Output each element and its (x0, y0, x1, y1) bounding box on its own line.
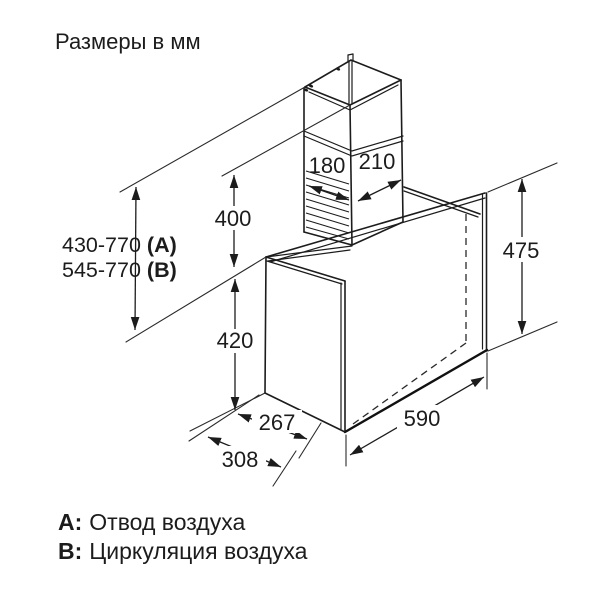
screw-hole-icon (303, 67, 341, 92)
hood-body (264, 186, 489, 434)
glass-front-panel (265, 192, 489, 434)
height-range-a-value: 430-770 (62, 233, 141, 257)
extension-lines (119, 86, 558, 487)
legend: A: Отвод воздуха B: Циркуляция воздуха (58, 509, 308, 564)
diagram-title: Размеры в мм (55, 29, 201, 54)
dashed-inner-outline (352, 214, 467, 425)
dim-label-height-range-a: 430-770(A) (62, 233, 177, 257)
dimension-body-height: 420 (211, 279, 259, 410)
height-range-b-key: (B) (147, 258, 177, 282)
dim-label-height-range-b: 545-770(B) (62, 258, 177, 282)
dimension-duct-width: 180 (309, 153, 350, 201)
dim-label-210: 210 (359, 149, 396, 174)
dimension-body-depth: 267 (237, 410, 308, 440)
dim-label-180: 180 (309, 153, 346, 178)
dim-label-400: 400 (215, 206, 252, 231)
dimension-front-height: 475 (497, 179, 546, 334)
legend-key-b: B: (58, 538, 82, 564)
dim-label-475: 475 (503, 238, 540, 263)
dim-label-308: 308 (222, 447, 259, 472)
dim-label-267: 267 (259, 410, 296, 435)
dimension-chimney-height: 400 (209, 175, 257, 267)
height-range-b-value: 545-770 (62, 258, 141, 282)
dimension-overall-height: 430-770(A) 545-770(B) (62, 186, 177, 331)
height-range-a-key: (A) (147, 233, 177, 257)
dim-label-420: 420 (217, 328, 254, 353)
duct-seam (303, 130, 404, 157)
legend-item-a: A: Отвод воздуха (58, 509, 245, 535)
legend-key-a: A: (58, 509, 82, 535)
dimension-duct-depth: 210 (357, 149, 402, 202)
dimension-body-width: 590 (349, 376, 485, 456)
legend-item-b: B: Циркуляция воздуха (58, 538, 308, 564)
dimension-total-depth: 308 (207, 436, 282, 472)
duct-vent-grille (305, 170, 350, 240)
legend-text-b: Циркуляция воздуха (89, 538, 307, 564)
dim-label-590: 590 (404, 406, 441, 431)
legend-text-a: Отвод воздуха (89, 509, 245, 535)
